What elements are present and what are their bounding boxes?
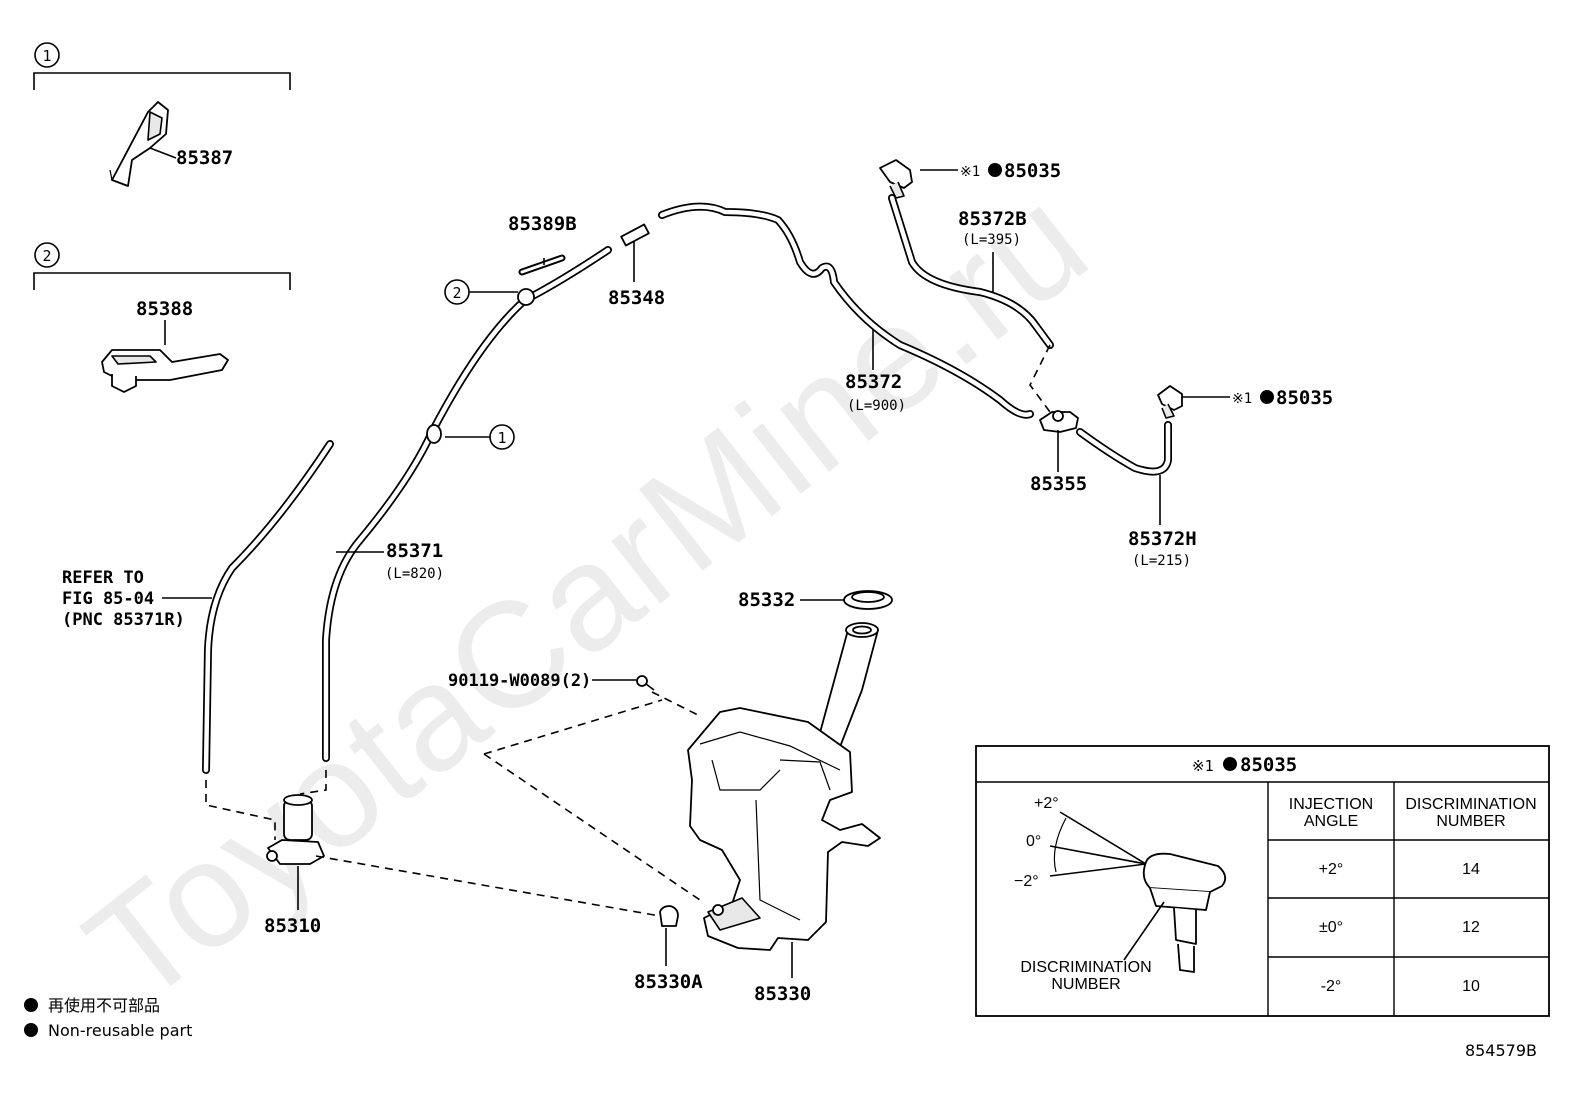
part-85388-label: 85388 — [136, 298, 193, 320]
drawing-number: 854579B — [1465, 1041, 1537, 1060]
label-85332: 85332 — [738, 589, 795, 611]
header-disc-2: NUMBER — [1436, 813, 1505, 830]
label-85372-length: (L=900) — [847, 398, 906, 414]
ref-mark-top: ※1 — [960, 164, 980, 180]
table-title-mark: ※1 — [1192, 757, 1214, 775]
table-title-dot — [1223, 757, 1237, 771]
part-85387-label: 85387 — [176, 147, 233, 169]
label-85372B-length: (L=395) — [962, 232, 1021, 248]
group-2-marker-label: 2 — [42, 247, 51, 265]
marker-2-label: 2 — [452, 284, 461, 302]
refer-line-1: REFER TO — [62, 568, 144, 588]
nozzle-angle-illustration: +2° 0° −2° DISCRIMINATION NUMBER — [1014, 795, 1227, 993]
row-3-number: 10 — [1462, 978, 1480, 995]
group-1: 1 85387 — [33, 42, 291, 187]
marker-1-callout — [489, 424, 515, 450]
header-disc-1: DISCRIMINATION — [1405, 796, 1536, 813]
angle-label-zero: 0° — [1026, 833, 1041, 850]
hose-85372H — [1076, 421, 1172, 476]
row-2-angle: ±0° — [1319, 919, 1343, 936]
group-1-marker — [34, 42, 60, 68]
group-1-bracket — [33, 72, 291, 90]
nozzle-top — [879, 159, 913, 199]
row-2-number: 12 — [1462, 919, 1480, 936]
hose-main — [322, 202, 1034, 762]
label-85372H-length: (L=215) — [1132, 553, 1191, 569]
part-85387-drawing — [109, 101, 169, 187]
angle-label-minus2: −2° — [1014, 873, 1039, 890]
label-85372: 85372 — [845, 371, 902, 393]
label-bolt: 90119-W0089(2) — [448, 671, 591, 691]
label-85035-top: 85035 — [1004, 160, 1061, 182]
part-85388-drawing — [101, 349, 229, 393]
label-85371: 85371 — [386, 540, 443, 562]
angle-label-plus2: +2° — [1034, 795, 1059, 812]
ref-mark-right: ※1 — [1232, 391, 1252, 407]
cap-85332 — [843, 590, 893, 610]
label-85348: 85348 — [608, 287, 665, 309]
header-injection-2: ANGLE — [1304, 813, 1358, 830]
assembly-lines — [205, 691, 701, 917]
group-1-marker-label: 1 — [42, 47, 51, 65]
label-85310: 85310 — [264, 915, 321, 937]
row-1-number: 14 — [1462, 861, 1480, 878]
label-85371-length: (L=820) — [385, 566, 444, 582]
label-85330A: 85330A — [634, 971, 703, 993]
non-reusable-dot-top — [988, 163, 1002, 177]
legend-text-en: Non-reusable part — [48, 1021, 192, 1040]
refer-line-3: (PNC 85371R) — [62, 610, 185, 630]
group-2-bracket — [33, 272, 291, 290]
pump-85310 — [266, 794, 325, 865]
joint-85355 — [1029, 344, 1079, 433]
legend-text-jp: 再使用不可部品 — [48, 996, 160, 1015]
label-85389B: 85389B — [508, 213, 577, 235]
hose-85372B — [888, 194, 1054, 349]
bolt-90119 — [636, 675, 655, 691]
legend-dot-2 — [24, 1023, 38, 1037]
disc-label-1: DISCRIMINATION — [1020, 959, 1151, 976]
label-85355: 85355 — [1030, 473, 1087, 495]
group-2-marker — [34, 242, 60, 268]
row-3-angle: -2° — [1321, 978, 1342, 995]
reservoir-85330 — [687, 622, 881, 951]
marker-2-callout — [444, 279, 470, 305]
hose-refer — [202, 440, 334, 774]
row-1-angle: +2° — [1319, 861, 1344, 878]
header-injection-1: INJECTION — [1289, 796, 1373, 813]
legend-dot-1 — [24, 998, 38, 1012]
group-2: 2 85388 — [33, 242, 291, 393]
marker-1-label: 1 — [497, 429, 506, 447]
nozzle-right — [1157, 385, 1183, 419]
grommet-85330A — [659, 905, 679, 927]
leaders — [162, 169, 1230, 978]
label-85330: 85330 — [754, 983, 811, 1005]
disc-label-2: NUMBER — [1051, 976, 1120, 993]
non-reusable-dot-right — [1260, 390, 1274, 404]
nozzle-table: ※1 85035 INJECTION ANGLE DISCRIMINATION … — [975, 745, 1550, 1017]
label-85372B: 85372B — [958, 208, 1027, 230]
label-85035-right: 85035 — [1276, 387, 1333, 409]
connector-85348 — [620, 223, 650, 247]
legend: 再使用不可部品 Non-reusable part — [24, 996, 192, 1040]
label-85372H: 85372H — [1128, 528, 1197, 550]
table-title-part: 85035 — [1240, 754, 1297, 776]
clip-2 — [517, 288, 535, 306]
refer-line-2: FIG 85-04 — [62, 589, 154, 609]
clip-1 — [426, 424, 442, 444]
